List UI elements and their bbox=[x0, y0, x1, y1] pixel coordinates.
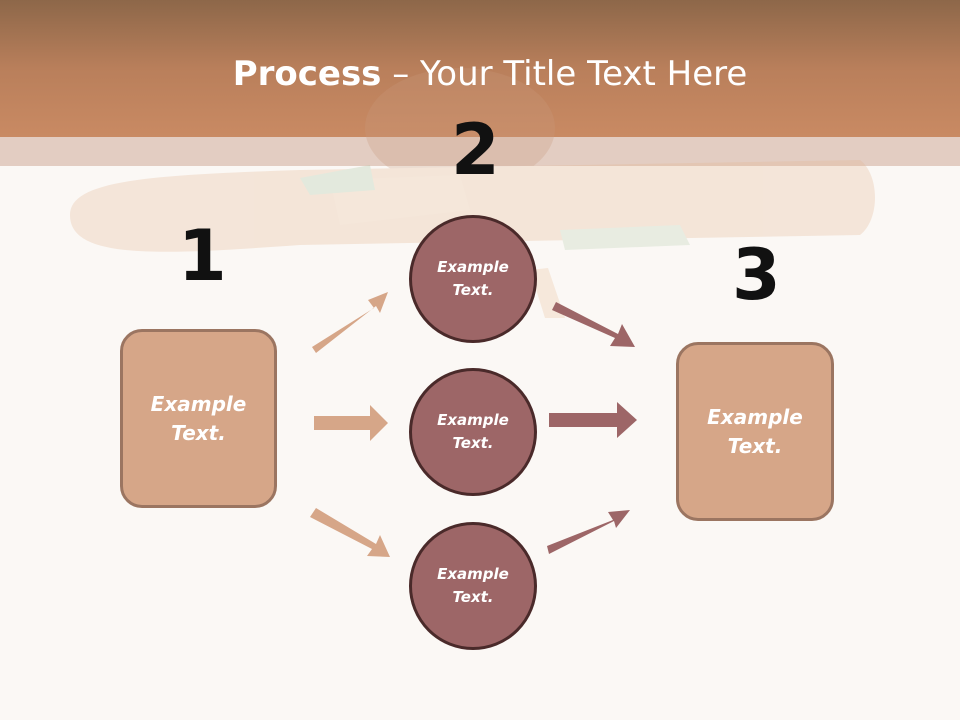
arrow-left-up bbox=[312, 292, 388, 353]
arrow-right-bottom bbox=[547, 510, 630, 554]
step-1-text: Example Text. bbox=[150, 391, 247, 445]
arrow-right-middle bbox=[549, 402, 637, 438]
arrow-left-middle bbox=[314, 405, 388, 441]
arrow-right-top bbox=[552, 302, 635, 347]
step-3-text: Example Text. bbox=[707, 404, 803, 458]
circle-bottom-text: Example Text. bbox=[437, 565, 509, 606]
title-band bbox=[0, 137, 960, 166]
circle-top-text: Example Text. bbox=[437, 258, 509, 299]
step-number-3: 3 bbox=[732, 234, 781, 316]
step-number-2: 2 bbox=[451, 109, 500, 191]
step-2-circle-top[interactable]: Example Text. bbox=[409, 215, 537, 343]
step-2-circle-middle[interactable]: Example Text. bbox=[409, 368, 537, 496]
step-number-1: 1 bbox=[178, 215, 227, 297]
step-2-circle-bottom[interactable]: Example Text. bbox=[409, 522, 537, 650]
step-3-box[interactable]: Example Text. bbox=[676, 342, 834, 521]
circle-middle-text: Example Text. bbox=[437, 411, 509, 452]
title-bar bbox=[0, 0, 960, 137]
page-title: Process – Your Title Text Here bbox=[232, 54, 748, 94]
arrow-left-down bbox=[310, 508, 390, 557]
step-1-box[interactable]: Example Text. bbox=[120, 329, 277, 508]
